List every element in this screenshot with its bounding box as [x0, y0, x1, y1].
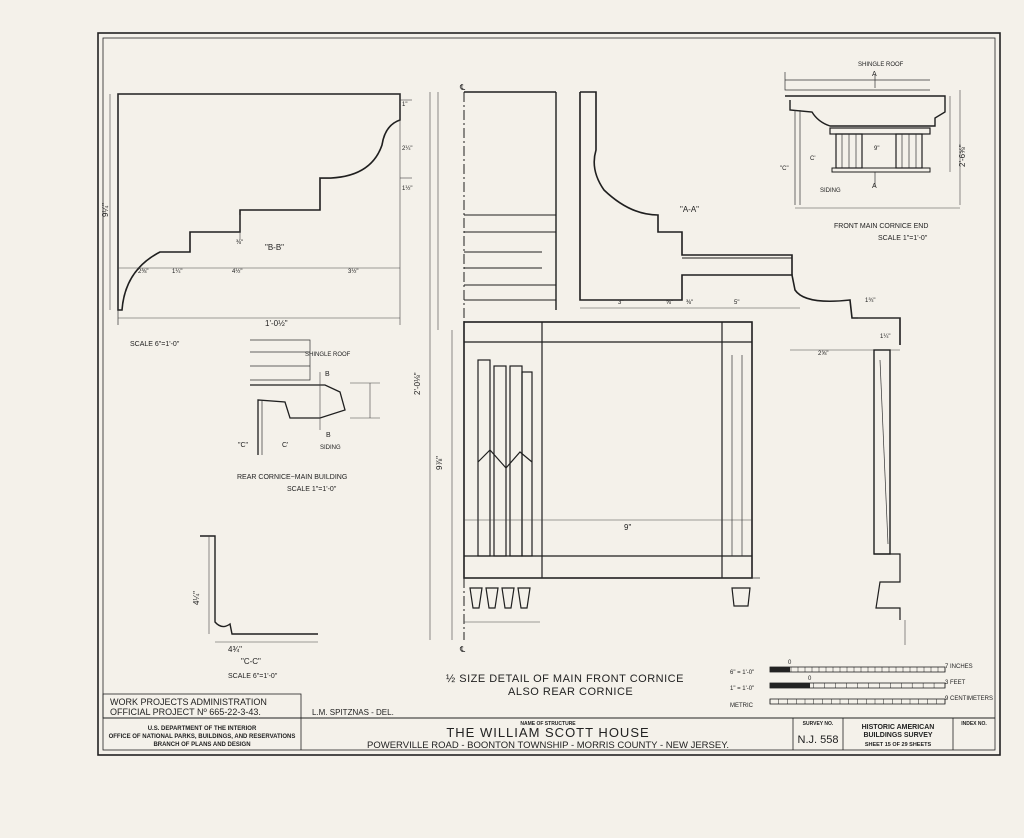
sheet-info: SHEET 15 OF 29 SHEETS	[865, 742, 932, 748]
front-end-height-dim: 2'-6⅝"	[958, 144, 967, 167]
siding-label-2: SIDING	[820, 188, 841, 194]
bb-height-dim: 9¼"	[101, 203, 110, 217]
mark-a-bottom: A	[872, 183, 877, 190]
bb-seg-2: 1¼"	[172, 269, 182, 275]
right-profile-top-dim: 1¾"	[865, 298, 875, 304]
outer-border	[97, 32, 1001, 756]
main-left-height-dim: 9⅞"	[435, 456, 444, 470]
delineator: L.M. SPITZNAS - DEL.	[312, 708, 394, 717]
aa-seg-2: ⅝"	[666, 300, 673, 306]
section-cc-profile	[200, 535, 318, 643]
inner-border	[102, 37, 996, 751]
rear-cornice-drawing	[250, 339, 380, 455]
cc-width-dim: 4¾"	[228, 645, 242, 654]
location-line: POWERVILLE ROAD - BOONTON TOWNSHIP - MOR…	[367, 740, 729, 751]
structure-caption: NAME OF STRUCTURE	[520, 721, 576, 727]
agency-line-1: U.S. DEPARTMENT OF THE INTERIOR	[148, 726, 257, 732]
mark-b-top: B	[325, 371, 330, 378]
aa-seg-4: 5"	[734, 300, 739, 306]
main-detail-title-2: ALSO REAR CORNICE	[508, 686, 633, 698]
scale-row3-label: METRIC	[730, 703, 754, 709]
graphic-scale-bar	[769, 666, 946, 705]
front-cornice-title: FRONT MAIN CORNICE END	[834, 223, 928, 230]
survey-number: N.J. 558	[798, 734, 839, 746]
mark-cprime-front: C'	[810, 156, 815, 162]
shingle-roof-label-1: SHINGLE ROOF	[305, 352, 351, 358]
right-side-profile	[858, 317, 906, 645]
bb-small-3: 1½"	[402, 185, 412, 192]
section-cc-label: "C-C"	[241, 657, 261, 666]
scale-row2-label: 1" = 1'-0"	[730, 686, 754, 692]
centerline-symbol-bottom: ℄	[459, 645, 466, 654]
mark-b-bottom: B	[326, 432, 331, 439]
section-bb-profile	[109, 93, 412, 325]
centerline-symbol-top: ℄	[459, 83, 466, 92]
index-caption: INDEX NO.	[961, 721, 987, 727]
mark-a-top: A	[872, 71, 877, 78]
section-aa-label: "A-A"	[680, 205, 699, 214]
section-aa-profile	[579, 91, 901, 351]
bb-small-1: 1"	[402, 102, 407, 108]
bb-seg-4: 3½"	[348, 268, 358, 275]
front-cornice-end-drawing	[784, 72, 961, 209]
scale-row2-zero: 0	[808, 676, 812, 682]
siding-label-1: SIDING	[320, 445, 341, 451]
main-height-dim: 2'-0⅛"	[413, 372, 422, 395]
front-end-inner-dim: 9"	[874, 146, 879, 152]
scale-cc: SCALE 6"=1'-0"	[228, 673, 278, 680]
shingle-roof-label-2: SHINGLE ROOF	[858, 62, 904, 68]
title-block	[102, 693, 995, 750]
bb-small-2: 2¼"	[402, 146, 412, 152]
scale-row3-end: 9 CENTIMETERS	[945, 696, 993, 702]
aa-seg-1: 3"	[618, 300, 623, 306]
structure-name: THE WILLIAM SCOTT HOUSE	[446, 725, 649, 740]
wpa-line-1: WORK PROJECTS ADMINISTRATION	[110, 697, 267, 707]
habs-line-2: BUILDINGS SURVEY	[863, 732, 932, 739]
scale-row1-end: 7 INCHES	[945, 664, 973, 670]
rear-cornice-title: REAR CORNICE~MAIN BUILDING	[237, 474, 347, 481]
bb-seg-1: 2⅜"	[138, 269, 148, 275]
scale-row1-zero: 0	[788, 660, 792, 666]
section-bb-label: "B-B"	[265, 243, 284, 252]
aa-seg-3: ⅜"	[686, 300, 693, 306]
cc-height-dim: 4¼"	[192, 591, 201, 605]
bb-seg-3: 4½"	[232, 268, 242, 275]
scale-bb: SCALE 6"=1'-0"	[130, 341, 180, 348]
bb-total-width-dim: 1'-0½"	[265, 319, 288, 328]
wpa-line-2: OFFICIAL PROJECT Nº 665-22-3-43.	[110, 707, 261, 717]
mark-c-front: "C"	[780, 166, 789, 172]
main-cornice-elevation	[429, 91, 760, 640]
rear-cornice-scale: SCALE 1"=1'-0"	[287, 486, 337, 493]
agency-line-2: OFFICE OF NATIONAL PARKS, BUILDINGS, AND…	[109, 734, 296, 740]
survey-caption: SURVEY NO.	[803, 721, 834, 727]
main-width-dim: 9"	[624, 523, 631, 532]
mark-cprime-rear: C'	[282, 442, 288, 449]
right-profile-2-dim: 2⅝"	[818, 351, 828, 357]
scale-row2-end: 3 FEET	[945, 680, 966, 686]
bb-small-4: ⅜"	[236, 240, 243, 246]
front-cornice-scale: SCALE 1"=1'-0"	[878, 235, 928, 242]
scale-row1-label: 6" = 1'-0"	[730, 670, 754, 676]
agency-line-3: BRANCH OF PLANS AND DESIGN	[153, 742, 250, 748]
right-profile-3-dim: 1¼"	[880, 334, 890, 340]
mark-c-rear: "C"	[238, 442, 249, 449]
habs-line-1: HISTORIC AMERICAN	[862, 724, 935, 731]
main-detail-title-1: ½ SIZE DETAIL OF MAIN FRONT CORNICE	[446, 673, 684, 685]
